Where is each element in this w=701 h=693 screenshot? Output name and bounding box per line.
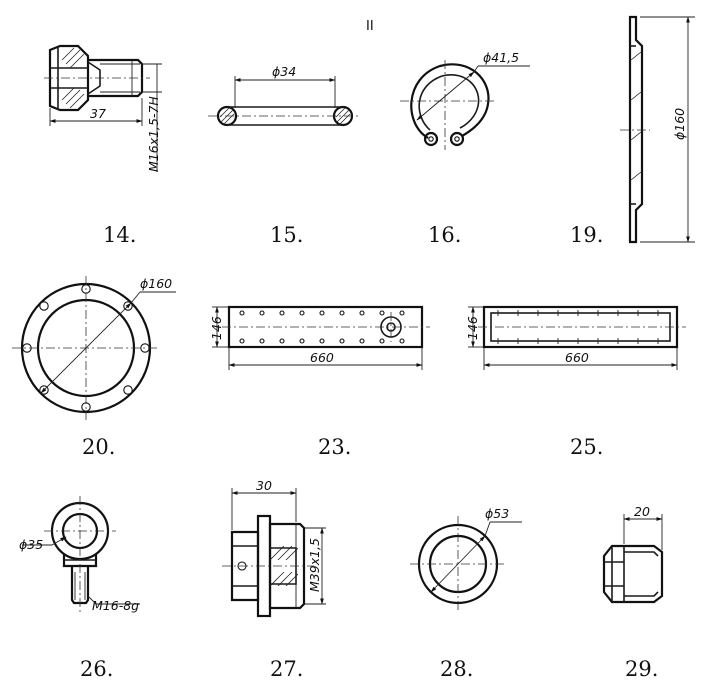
part-25-width-dim: 146 bbox=[465, 316, 480, 340]
part-14-length-dim: 37 bbox=[90, 106, 106, 121]
part-25-length-dim: 660 bbox=[565, 350, 589, 365]
part-15-label: 15. bbox=[270, 223, 303, 247]
part-27-drawing: 30 M39x1,5 bbox=[222, 478, 326, 618]
part-15-diameter-dim: ϕ34 bbox=[272, 64, 296, 79]
part-28-diameter-dim: ϕ53 bbox=[485, 506, 509, 521]
part-28-label: 28. bbox=[440, 657, 473, 681]
part-20-drawing: ϕ160 bbox=[12, 276, 176, 420]
part-14-thread-dim: M16x1,5-7H bbox=[146, 96, 161, 172]
part-19-drawing: ϕ160 bbox=[620, 15, 695, 244]
part-16-diameter-dim: ϕ41,5 bbox=[483, 50, 519, 65]
part-26-label: 26. bbox=[80, 657, 113, 681]
part-27-length-dim: 30 bbox=[256, 478, 272, 493]
part-14-drawing: 37 M16x1,5-7H bbox=[44, 44, 162, 172]
sheet-number: II bbox=[366, 19, 374, 34]
part-16-label: 16. bbox=[428, 223, 461, 247]
part-14-label: 14. bbox=[103, 223, 136, 247]
part-23-length-dim: 660 bbox=[310, 350, 334, 365]
part-29-length-dim: 20 bbox=[634, 504, 650, 519]
part-29-label: 29. bbox=[625, 657, 658, 681]
part-27-label: 27. bbox=[270, 657, 303, 681]
part-19-diameter-dim: ϕ160 bbox=[672, 108, 687, 140]
part-20-diameter-dim: ϕ160 bbox=[140, 276, 172, 291]
part-25-drawing: 660 146 bbox=[465, 305, 686, 370]
part-20-label: 20. bbox=[82, 435, 115, 459]
part-28-drawing: ϕ53 bbox=[410, 506, 522, 612]
part-26-eye-dim: ϕ35 bbox=[19, 537, 43, 552]
part-23-width-dim: 146 bbox=[209, 316, 224, 340]
part-23-label: 23. bbox=[318, 435, 351, 459]
part-26-thread-dim: M16-8g bbox=[92, 598, 139, 613]
part-23-drawing: 660 146 bbox=[209, 305, 430, 370]
part-16-drawing: ϕ41,5 bbox=[400, 50, 530, 150]
part-29-drawing: 20 bbox=[602, 504, 664, 604]
part-27-thread-dim: M39x1,5 bbox=[307, 538, 322, 592]
part-15-drawing: ϕ34 bbox=[208, 64, 360, 127]
part-25-label: 25. bbox=[570, 435, 603, 459]
part-26-drawing: ϕ35 M16-8g bbox=[19, 496, 140, 613]
part-19-label: 19. bbox=[570, 223, 603, 247]
